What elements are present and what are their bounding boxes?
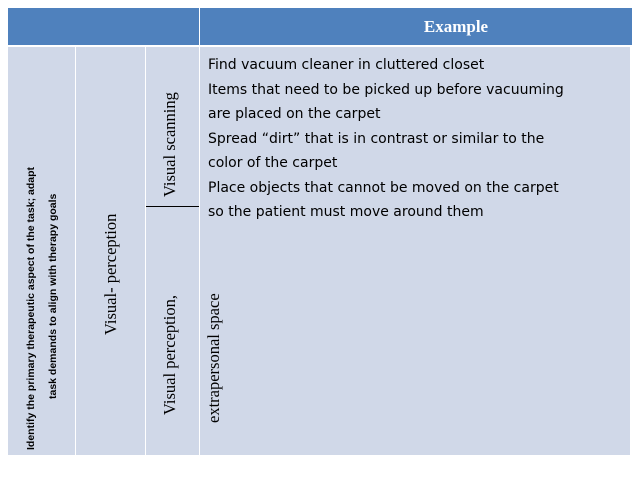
- header-example-cell: Example: [200, 8, 632, 45]
- skill-visual-scanning: Visual scanning: [160, 92, 179, 197]
- example-text: Find vacuum cleaner in cluttered closet …: [208, 53, 628, 225]
- goal-text-line-2: task demands to align with therapy goals: [47, 193, 59, 399]
- skill-top-cell: Visual scanning: [146, 47, 199, 207]
- example-line: Items that need to be picked up before v…: [208, 81, 564, 98]
- category-label: Visual- perception: [101, 213, 120, 335]
- header-empty-cell: [8, 8, 200, 45]
- example-line: Spread “dirt” that is in contrast or sim…: [208, 130, 545, 147]
- example-column: Find vacuum cleaner in cluttered closet …: [200, 47, 630, 455]
- skill-visual-perception-line-1: Visual perception,: [160, 295, 179, 415]
- example-line: so the patient must move around them: [208, 204, 484, 220]
- header-title: Example: [423, 16, 489, 36]
- skill-column: Visual scanning Visual perception, extra…: [146, 47, 223, 455]
- example-line: Find vacuum cleaner in cluttered closet: [208, 57, 485, 73]
- goal-text-line-1: Identify the primary therapeutic aspect …: [25, 167, 37, 450]
- example-line: color of the carpet: [208, 155, 338, 171]
- category-column: Visual- perception: [76, 47, 146, 455]
- header-divider: [8, 45, 632, 47]
- example-line: Place objects that cannot be moved on th…: [208, 179, 559, 196]
- goal-column: Identify the primary therapeutic aspect …: [8, 47, 76, 455]
- therapy-table: Example Identify the primary therapeutic…: [7, 7, 632, 456]
- example-line: are placed on the carpet: [208, 106, 381, 122]
